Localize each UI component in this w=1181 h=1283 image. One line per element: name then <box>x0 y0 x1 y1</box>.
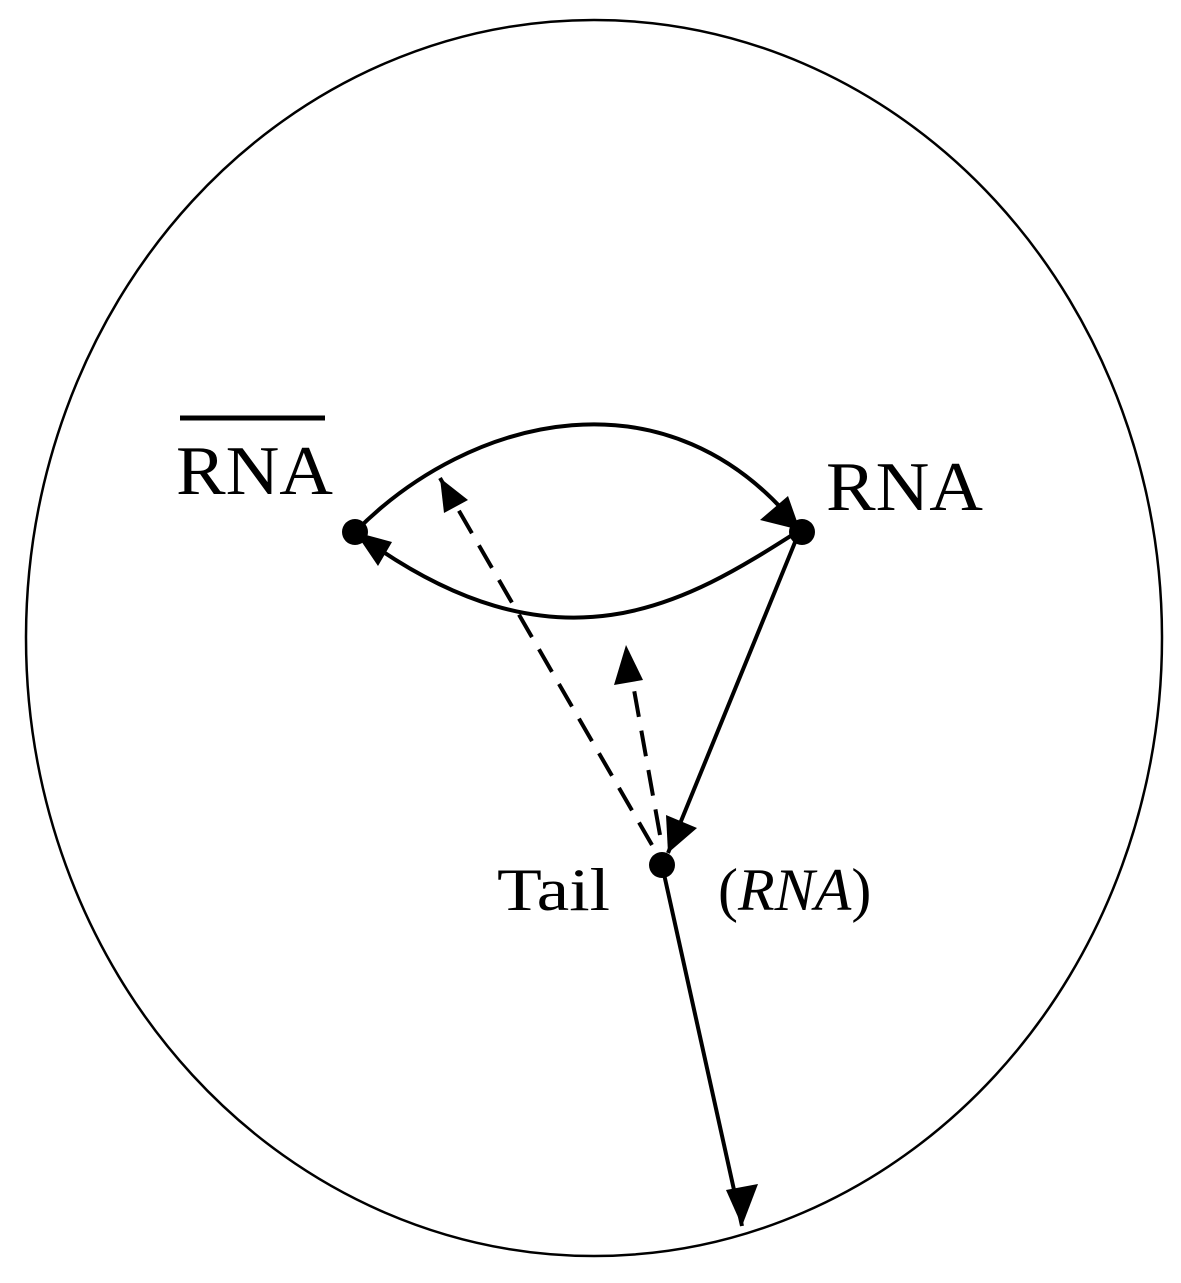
edge-tail-to-upper-arc-dashed <box>438 476 654 847</box>
label-tail-sub-open: ( <box>718 857 738 923</box>
boundary-circle <box>24 18 1164 1258</box>
label-tail-sub-close: ) <box>851 857 871 923</box>
node-rna <box>789 519 815 545</box>
edge-tail-to-outside <box>660 864 744 1227</box>
edge-rnabar-to-rna <box>353 422 802 534</box>
arrowhead-rna-to-tail-icon <box>666 815 697 853</box>
label-rna-bar: RNA <box>176 433 333 510</box>
node-tail <box>649 852 675 878</box>
arrowhead-rnabar-to-rna-icon <box>760 496 800 530</box>
label-rna: RNA <box>826 449 983 526</box>
arrowhead-tail-to-upper-arc-icon <box>440 478 468 513</box>
node-rna-bar <box>342 519 368 545</box>
arrowhead-tail-to-outside-icon <box>726 1184 758 1226</box>
edge-rna-to-tail <box>666 529 802 854</box>
label-tail-sub: (RNA) <box>718 857 871 923</box>
label-tail: Tail <box>497 857 610 923</box>
edge-rna-to-rnabar <box>353 528 802 620</box>
label-tail-sub-text: RNA <box>737 857 852 923</box>
arrowhead-tail-to-lower-arc-icon <box>614 645 643 685</box>
